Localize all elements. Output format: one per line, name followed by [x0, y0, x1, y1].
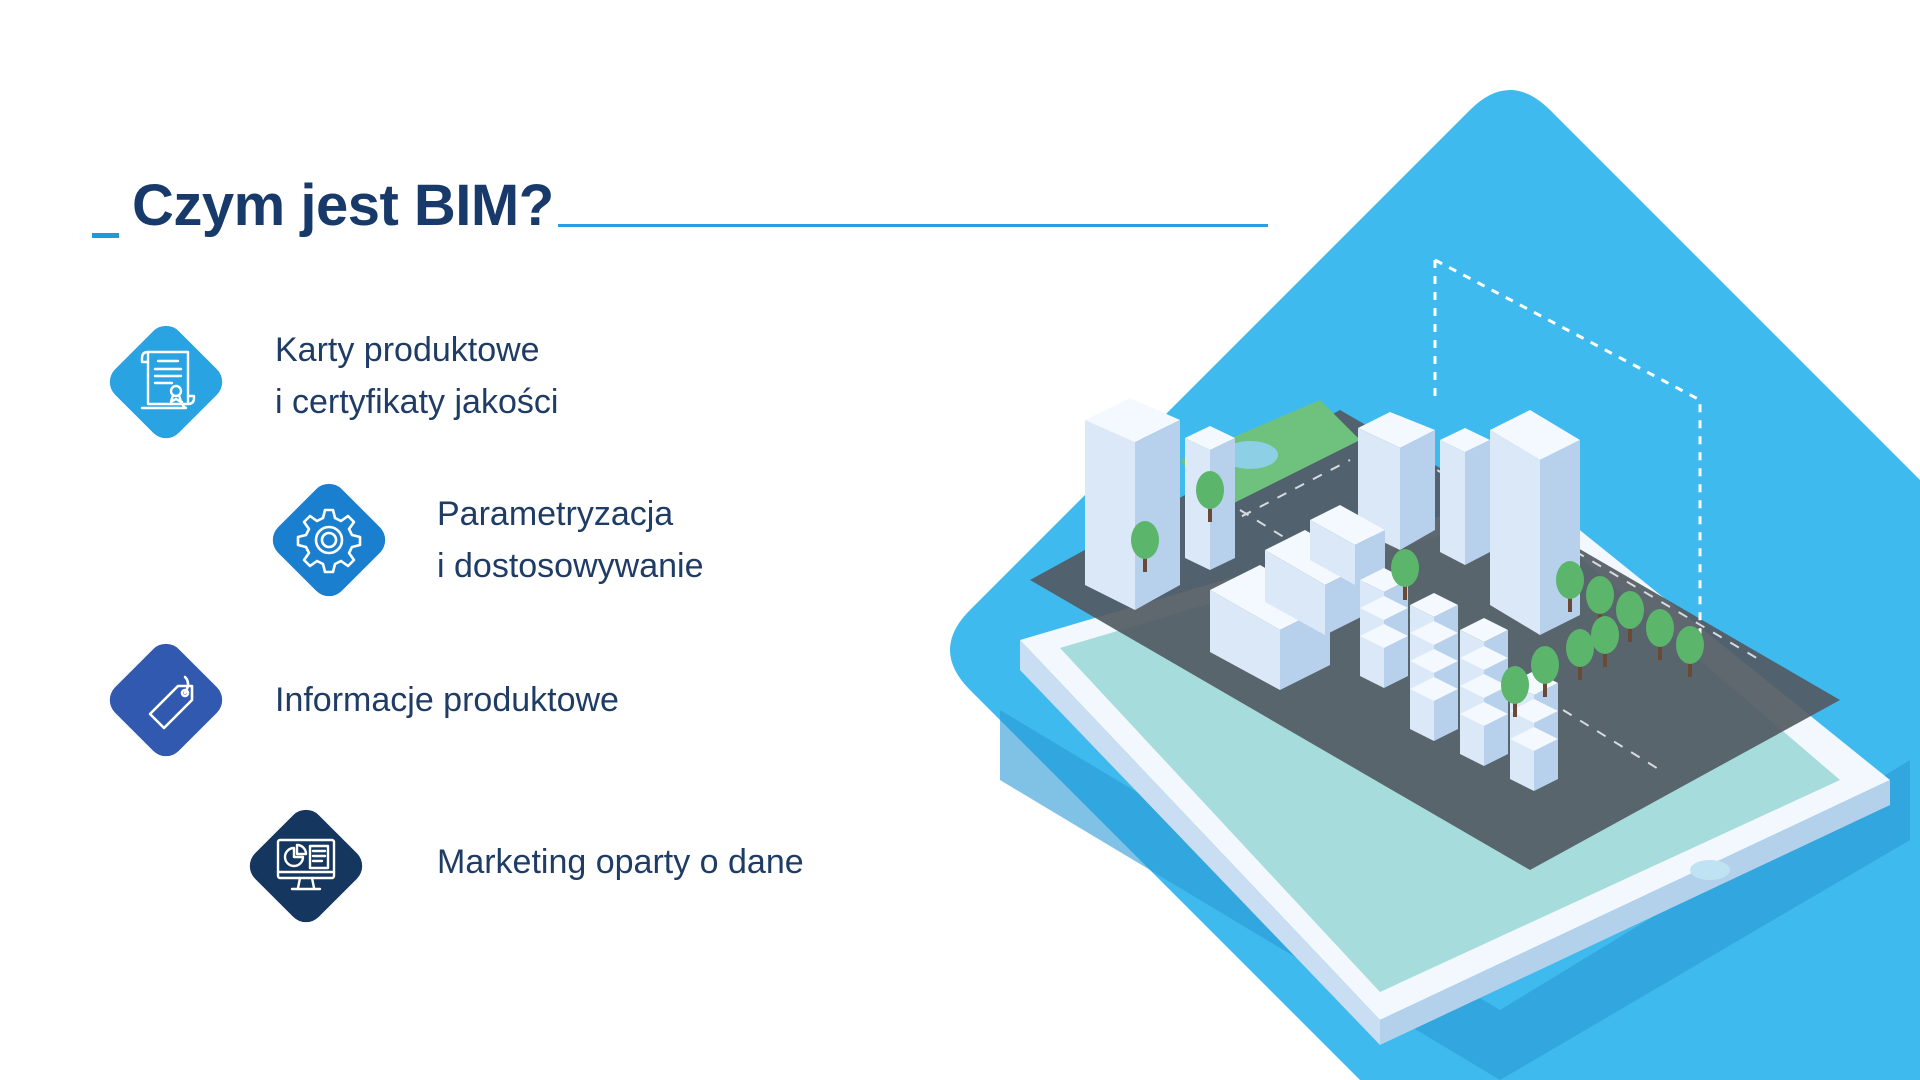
projection-lines	[1433, 258, 1702, 640]
feature-label: Marketing oparty o dane	[437, 836, 804, 888]
tree	[1391, 549, 1419, 600]
block-buildings	[1210, 505, 1385, 690]
house-block	[1410, 677, 1458, 741]
house-block	[1510, 727, 1558, 791]
tower-buildings	[1085, 398, 1580, 635]
bim-city-illustration	[940, 80, 1920, 1080]
house-grid	[1360, 568, 1558, 791]
tablet-home-button	[1690, 860, 1730, 880]
tree	[1616, 591, 1644, 642]
feature-label-line: Karty produktowe	[275, 331, 540, 369]
tree	[1501, 666, 1529, 717]
house-block	[1360, 624, 1408, 688]
feature-label-line: Parametryzacja	[437, 495, 674, 533]
feature-badge	[96, 312, 236, 452]
feature-label: Karty produktowe i certyfikaty jakości	[275, 324, 558, 428]
feature-badge	[259, 470, 399, 610]
gear-icon	[296, 508, 362, 574]
feature-label-line: Informacje produktowe	[275, 681, 619, 719]
analytics-monitor-icon	[276, 838, 336, 891]
tree	[1131, 521, 1159, 572]
feature-label-line: i certyfikaty jakości	[275, 383, 559, 421]
title-accent-mark	[92, 233, 119, 238]
title-underline	[558, 224, 1268, 227]
tree	[1566, 629, 1594, 680]
tree	[1646, 609, 1674, 660]
feature-label: Parametryzacja i dostosowywanie	[437, 488, 703, 592]
tree	[1531, 646, 1559, 697]
tree	[1556, 561, 1584, 612]
feature-label: Informacje produktowe	[275, 674, 619, 726]
feature-label-line: Marketing oparty o dane	[437, 843, 804, 881]
pond	[1222, 441, 1278, 469]
tree	[1591, 616, 1619, 667]
certificate-scroll-icon	[140, 350, 196, 410]
trees	[1131, 471, 1704, 717]
feature-badge	[96, 630, 236, 770]
tree	[1676, 626, 1704, 677]
price-tag-icon	[148, 675, 194, 730]
feature-label-line: i dostosowywanie	[437, 547, 704, 585]
tree	[1586, 576, 1614, 627]
feature-badge	[236, 796, 376, 936]
page-title: Czym jest BIM?	[132, 173, 554, 238]
house-block	[1460, 702, 1508, 766]
tree	[1196, 471, 1224, 522]
